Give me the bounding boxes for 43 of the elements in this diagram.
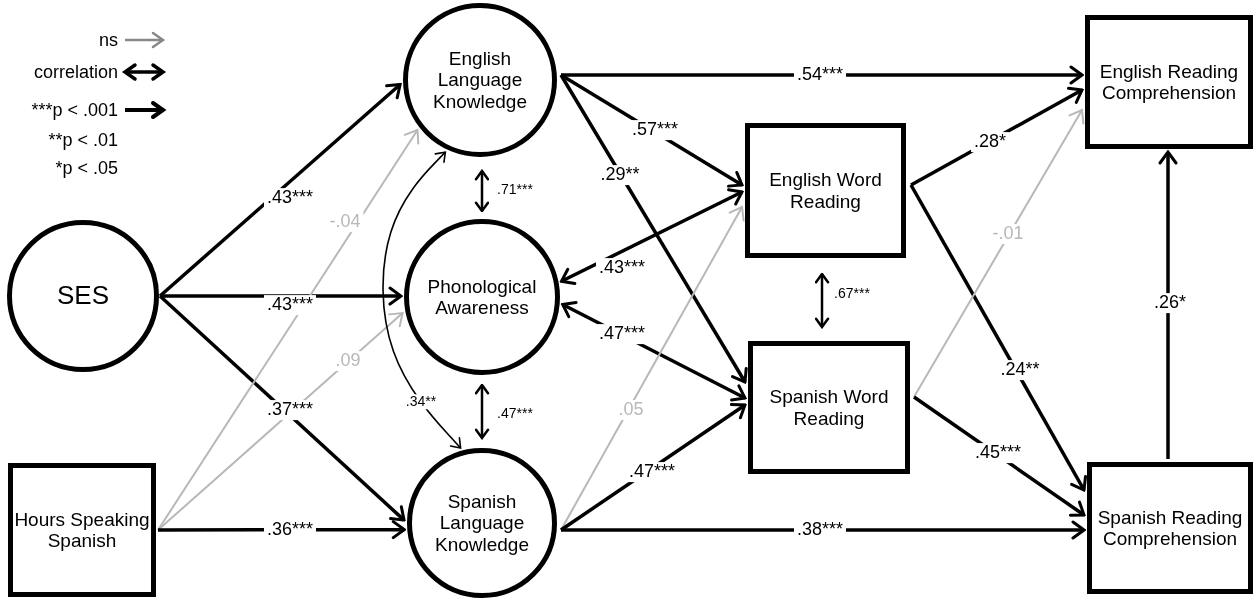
- observed-variable-box: [1087, 462, 1253, 594]
- arrow: [559, 74, 748, 384]
- arrow: [909, 184, 1088, 492]
- variable-label: English Language Knowledge: [432, 47, 528, 113]
- variable-label: English Word Reading: [768, 169, 883, 212]
- path-coefficient-label: .67***: [833, 286, 871, 302]
- arrow: [474, 169, 490, 213]
- arrow: [1158, 150, 1178, 459]
- variable-label: Spanish Word Reading: [768, 386, 890, 429]
- arrow: [474, 383, 490, 440]
- arrow: [814, 272, 830, 329]
- observed-variable-box: [748, 341, 910, 474]
- variable-label: Spanish Reading Comprehension: [1096, 506, 1244, 550]
- legend-label: ***p < .001: [31, 99, 118, 121]
- arrow: [160, 286, 403, 306]
- path-coefficient-label: .47***: [596, 324, 648, 344]
- path-coefficient-label: .43***: [264, 188, 316, 208]
- path-coefficient-label: .47***: [496, 406, 534, 422]
- variable-label: Hours Speaking Spanish: [13, 508, 151, 552]
- observed-variable-box: [1085, 15, 1253, 149]
- path-coefficient-label: .71***: [496, 182, 534, 198]
- legend-label: *p < .05: [55, 157, 118, 179]
- variable-label: Spanish Language Knowledge: [434, 490, 530, 556]
- variable-label: English Reading Comprehension: [1098, 60, 1240, 104]
- arrow: [158, 83, 402, 298]
- arrow: [561, 520, 1086, 540]
- arrow: [913, 109, 1085, 398]
- curved-arrow: [382, 151, 462, 449]
- variable-label: SES: [57, 281, 109, 311]
- path-coefficient-label: .47***: [626, 462, 678, 482]
- arrow: [561, 65, 1084, 85]
- legend-label: correlation: [33, 61, 118, 83]
- path-coefficient-label: .43***: [264, 295, 316, 315]
- legend-label: **p < .01: [48, 129, 118, 151]
- variable-label: Phonological Awareness: [426, 275, 538, 319]
- path-coefficient-label: .57***: [629, 120, 681, 140]
- legend-label: ns: [99, 29, 118, 51]
- arrow: [560, 206, 745, 531]
- observed-variable-box: [745, 123, 906, 258]
- arrow: [157, 129, 420, 531]
- observed-variable-box: [8, 463, 156, 597]
- arrow: [559, 188, 744, 286]
- path-coefficient-label: .28*: [971, 132, 1009, 152]
